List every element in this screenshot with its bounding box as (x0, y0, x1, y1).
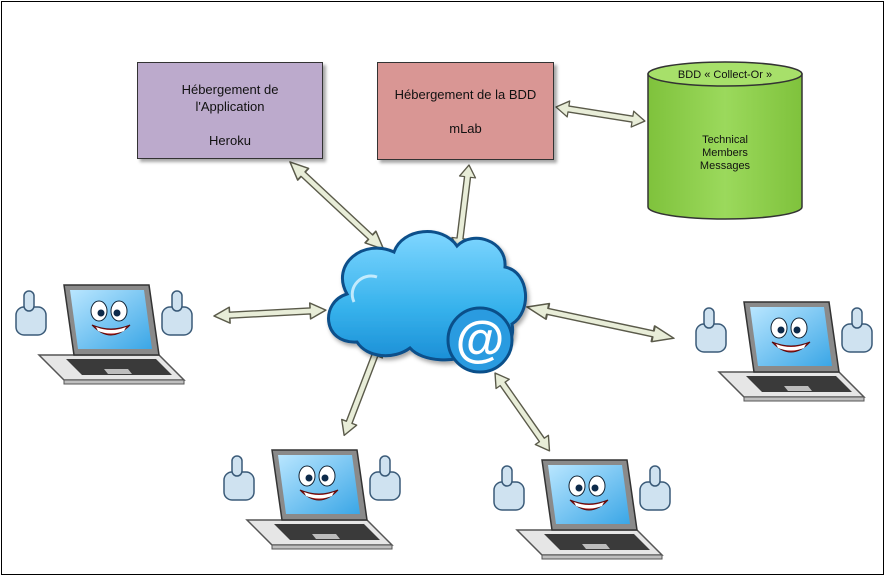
app-hosting-line2: l'Application (195, 99, 265, 114)
arrow-cloud-client-right (524, 298, 677, 348)
arrow-cloud-client-bottom-right (487, 367, 557, 457)
collection-messages: Messages (699, 160, 751, 172)
db-hosting-box: Hébergement de la BDD mLab (377, 62, 554, 160)
app-hosting-line1: Hébergement de (181, 82, 279, 97)
collection-members: Members (702, 147, 748, 159)
arrow-cloud-client-left (212, 301, 328, 325)
db-hosting-provider: mLab (449, 121, 482, 136)
client-laptop-bottom-left (223, 449, 401, 550)
collection-technical: Technical (702, 134, 748, 146)
database-title: BDD « Collect-Or » (677, 69, 773, 81)
app-hosting-box: Hébergement de l'Application Heroku (137, 62, 323, 159)
arrow-bdd-database (554, 98, 647, 130)
client-laptop-right (695, 301, 873, 402)
database-cylinder (647, 61, 803, 220)
client-laptop-bottom-right (493, 459, 671, 560)
client-laptop-left (15, 284, 193, 385)
arrow-app-cloud (283, 155, 390, 256)
at-sign-icon: @ (446, 306, 514, 374)
database-collections: Technical Members Messages (648, 134, 802, 173)
svg-text:@: @ (456, 311, 505, 367)
app-hosting-provider: Heroku (209, 133, 251, 148)
db-hosting-title: Hébergement de la BDD (394, 87, 537, 102)
